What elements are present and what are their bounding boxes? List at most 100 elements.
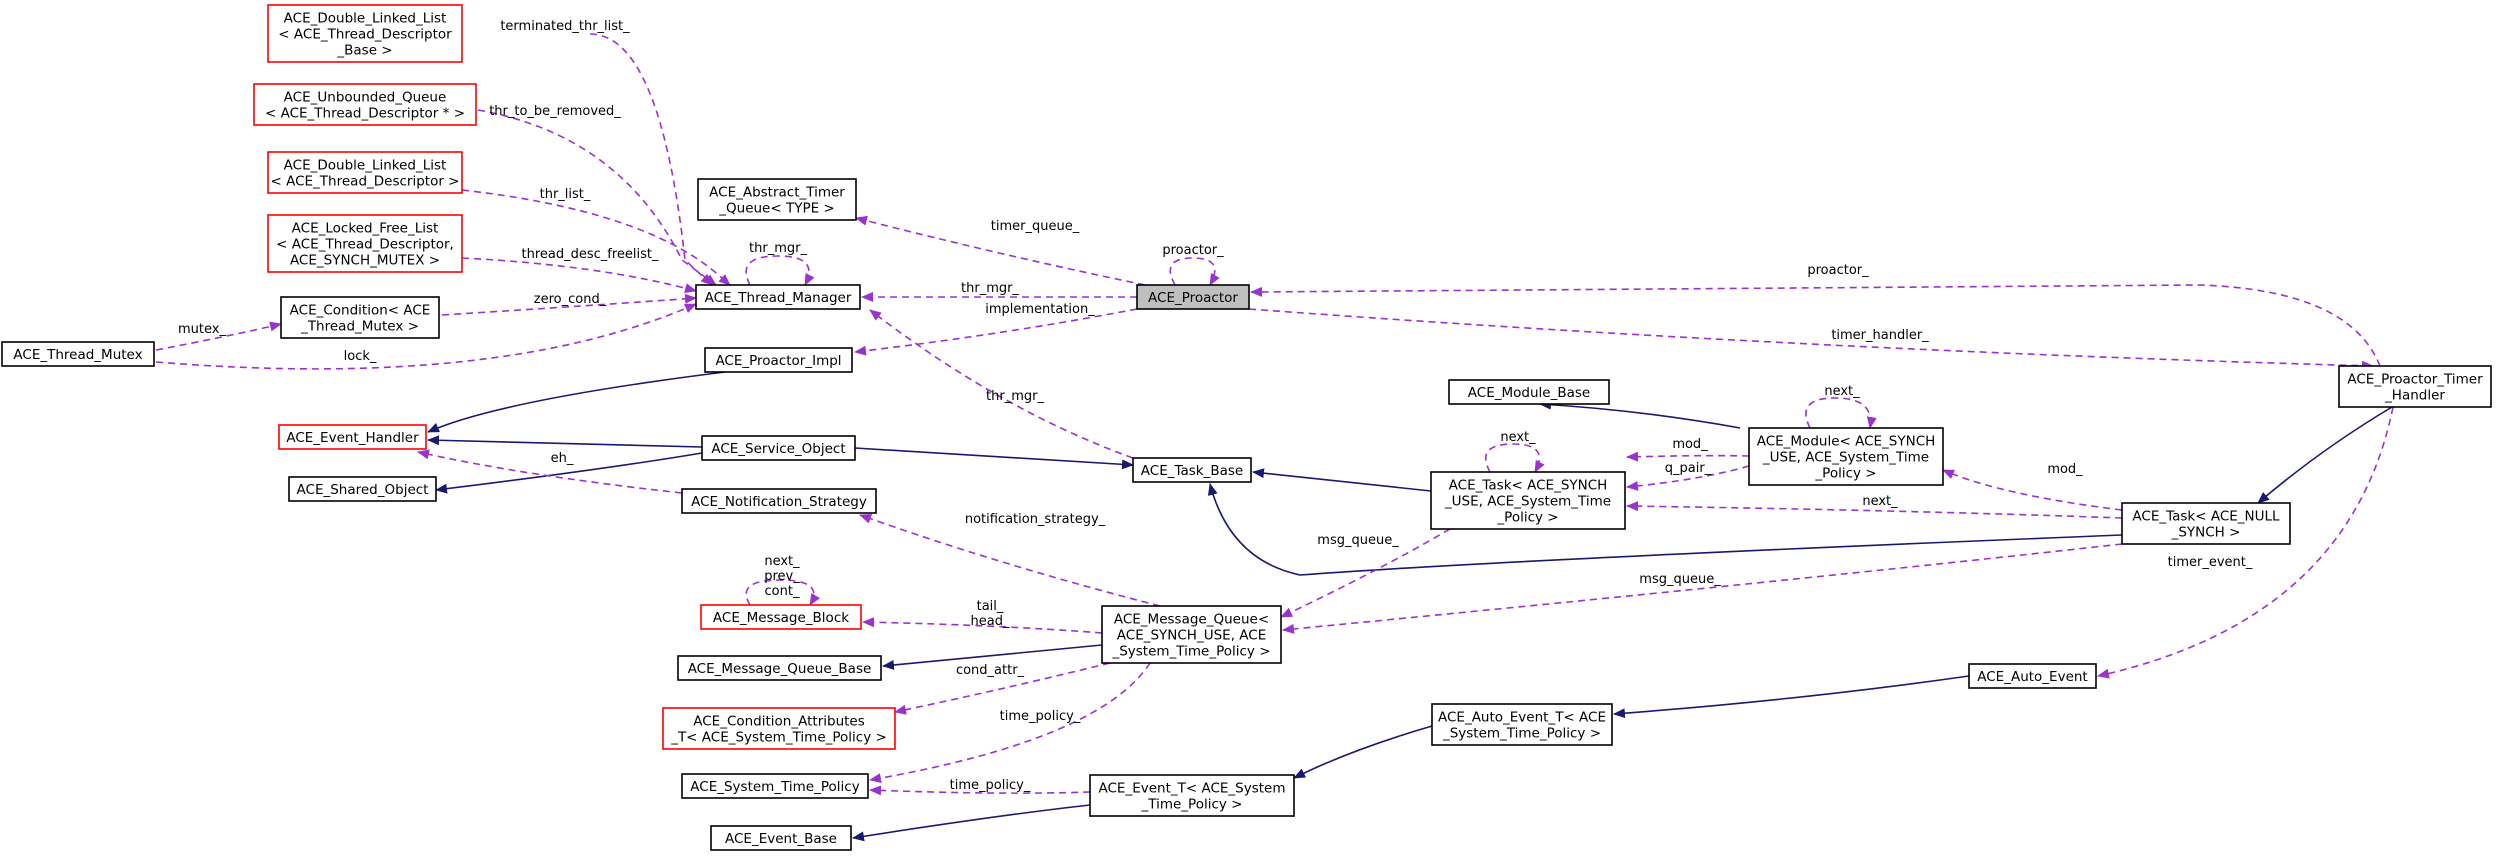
class-node-label: ACE_Module_Base xyxy=(1468,385,1590,401)
edge-system_time_policy-to-event_t xyxy=(869,785,1091,796)
edge-label: time_policy_ xyxy=(1000,709,1081,724)
edge-thread_manager-to-thread_manager xyxy=(745,255,815,286)
class-node-box[interactable] xyxy=(2338,365,2492,408)
class-node-box[interactable] xyxy=(701,435,856,461)
class-node-box[interactable] xyxy=(278,424,427,450)
class-node-label: ACE_SYNCH_MUTEX > xyxy=(290,253,440,269)
class-node-unbounded-queue[interactable]: ACE_Unbounded_Queue< ACE_Thread_Descript… xyxy=(253,83,477,126)
edge-task_null-to-proactor_timer_handler xyxy=(2257,406,2393,504)
edge-label: prev_ xyxy=(764,569,800,584)
edge-label: proactor_ xyxy=(1162,243,1224,258)
class-node-label: _Policy > xyxy=(1496,510,1558,526)
class-node-event-base[interactable]: ACE_Event_Base xyxy=(710,825,852,851)
class-node-box[interactable] xyxy=(681,488,877,514)
class-node-box[interactable] xyxy=(1448,379,1610,405)
class-node-box[interactable] xyxy=(1431,703,1613,746)
class-node-box[interactable] xyxy=(697,178,857,221)
class-node-label: ACE_Notification_Strategy xyxy=(691,494,867,510)
class-node-condition[interactable]: ACE_Condition< ACE_Thread_Mutex > xyxy=(280,296,440,339)
class-node-box[interactable] xyxy=(288,476,437,502)
edge-abstract_timer_queue-to-proactor xyxy=(855,215,1146,286)
edge-label: thread_desc_freelist_ xyxy=(521,247,659,262)
class-node-message-block[interactable]: ACE_Message_Block xyxy=(700,604,862,630)
edge-event_handler-to-notification_strategy xyxy=(417,449,683,494)
class-node-label: ACE_Event_T< ACE_System xyxy=(1098,781,1285,797)
class-node-dll-base[interactable]: ACE_Double_Linked_List< ACE_Thread_Descr… xyxy=(267,4,463,63)
class-node-dll-desc[interactable]: ACE_Double_Linked_List< ACE_Thread_Descr… xyxy=(267,151,463,194)
class-node-box[interactable] xyxy=(1,341,155,367)
class-node-box[interactable] xyxy=(695,284,861,310)
edge-auto_event_t-to-auto_event xyxy=(1613,675,1970,719)
class-node-box[interactable] xyxy=(704,347,853,373)
edge-label: notification_strategy_ xyxy=(965,512,1106,527)
class-node-box[interactable] xyxy=(1968,663,2097,689)
class-node-box[interactable] xyxy=(1748,427,1944,486)
class-node-box[interactable] xyxy=(677,655,882,681)
edge-shared_object-to-service_object xyxy=(435,452,703,494)
class-node-box[interactable] xyxy=(1101,605,1282,664)
class-node-box[interactable] xyxy=(253,83,477,126)
class-node-event-handler[interactable]: ACE_Event_Handler xyxy=(278,424,427,450)
class-node-label: _System_Time_Policy > xyxy=(1111,644,1270,660)
edge-unbounded_queue-to-thread_manager xyxy=(477,109,717,286)
class-node-proactor-timer-handler[interactable]: ACE_Proactor_Timer_Handler xyxy=(2338,365,2492,408)
class-node-box[interactable] xyxy=(710,825,852,851)
class-node-box[interactable] xyxy=(1132,457,1252,483)
class-node-shared-object[interactable]: ACE_Shared_Object xyxy=(288,476,437,502)
class-node-box[interactable] xyxy=(280,296,440,339)
class-node-label: ACE_Module< ACE_SYNCH xyxy=(1757,434,1936,450)
class-node-auto-event-t[interactable]: ACE_Auto_Event_T< ACE_System_Time_Policy… xyxy=(1431,703,1613,746)
class-node-box[interactable] xyxy=(1089,774,1295,817)
class-node-system-time-policy[interactable]: ACE_System_Time_Policy xyxy=(681,773,869,799)
class-node-service-object[interactable]: ACE_Service_Object xyxy=(701,435,856,461)
class-node-event-t[interactable]: ACE_Event_T< ACE_System_Time_Policy > xyxy=(1089,774,1295,817)
class-node-box[interactable] xyxy=(1136,284,1250,310)
class-node-label: ACE_Message_Queue< xyxy=(1114,612,1269,628)
class-node-condition-attributes[interactable]: ACE_Condition_Attributes_T< ACE_System_T… xyxy=(662,707,896,750)
class-node-label: ACE_Condition< ACE xyxy=(290,303,431,319)
class-node-task-synch[interactable]: ACE_Task< ACE_SYNCH_USE, ACE_System_Time… xyxy=(1430,471,1626,530)
edge-task_null-to-module xyxy=(1942,469,2123,511)
class-node-label: ACE_Unbounded_Queue xyxy=(284,90,447,106)
class-node-thread-manager[interactable]: ACE_Thread_Manager xyxy=(695,284,861,310)
edge-message_block-to-message_queue xyxy=(862,617,1103,634)
class-node-module-base[interactable]: ACE_Module_Base xyxy=(1448,379,1610,405)
edge-service_object-to-task_base xyxy=(854,447,1134,470)
class-node-label: _T< ACE_System_Time_Policy > xyxy=(670,730,887,746)
class-node-box[interactable] xyxy=(267,214,463,273)
class-node-box[interactable] xyxy=(681,773,869,799)
class-node-box[interactable] xyxy=(2121,502,2291,545)
edge-label: next_ xyxy=(764,554,800,569)
class-node-module[interactable]: ACE_Module< ACE_SYNCH_USE, ACE_System_Ti… xyxy=(1748,427,1944,486)
class-node-box[interactable] xyxy=(1430,471,1626,530)
edge-module-to-task_synch xyxy=(1626,451,1750,462)
class-node-task-null[interactable]: ACE_Task< ACE_NULL_SYNCH > xyxy=(2121,502,2291,545)
class-node-label: ACE_System_Time_Policy xyxy=(690,779,859,795)
class-node-message-queue[interactable]: ACE_Message_Queue<ACE_SYNCH_USE, ACE_Sys… xyxy=(1101,605,1282,664)
edge-thread_manager-to-task_base xyxy=(869,309,1134,459)
class-node-thread-mutex[interactable]: ACE_Thread_Mutex xyxy=(1,341,155,367)
class-node-message-queue-base[interactable]: ACE_Message_Queue_Base xyxy=(677,655,882,681)
class-node-box[interactable] xyxy=(267,4,463,63)
edge-label: cont_ xyxy=(765,584,800,599)
class-node-locked-free-list[interactable]: ACE_Locked_Free_List< ACE_Thread_Descrip… xyxy=(267,214,463,273)
class-node-label: ACE_Proactor xyxy=(1148,290,1238,306)
class-node-notification-strategy[interactable]: ACE_Notification_Strategy xyxy=(681,488,877,514)
class-node-abstract-timer-queue[interactable]: ACE_Abstract_Timer_Queue< TYPE > xyxy=(697,178,857,221)
class-node-task-base[interactable]: ACE_Task_Base xyxy=(1132,457,1252,483)
class-node-box[interactable] xyxy=(662,707,896,750)
class-node-box[interactable] xyxy=(267,151,463,194)
edge-condition-to-thread_manager xyxy=(441,293,697,316)
edge-label: terminated_thr_list_ xyxy=(500,19,630,34)
class-node-label: ACE_Shared_Object xyxy=(297,482,429,498)
edge-proactor-to-proactor_timer_handler xyxy=(1250,284,2381,367)
class-node-proactor[interactable]: ACE_Proactor xyxy=(1136,284,1250,310)
class-node-proactor-impl[interactable]: ACE_Proactor_Impl xyxy=(704,347,853,373)
nodes-layer: ACE_Double_Linked_List< ACE_Thread_Descr… xyxy=(1,4,2492,851)
class-node-label: _Time_Policy > xyxy=(1141,797,1243,813)
edge-proactor_timer_handler-to-proactor xyxy=(1248,308,2374,371)
class-node-auto-event[interactable]: ACE_Auto_Event xyxy=(1968,663,2097,689)
class-node-label: ACE_Locked_Free_List xyxy=(292,221,439,237)
class-node-box[interactable] xyxy=(700,604,862,630)
edge-task_synch-to-task_synch xyxy=(1485,443,1545,473)
